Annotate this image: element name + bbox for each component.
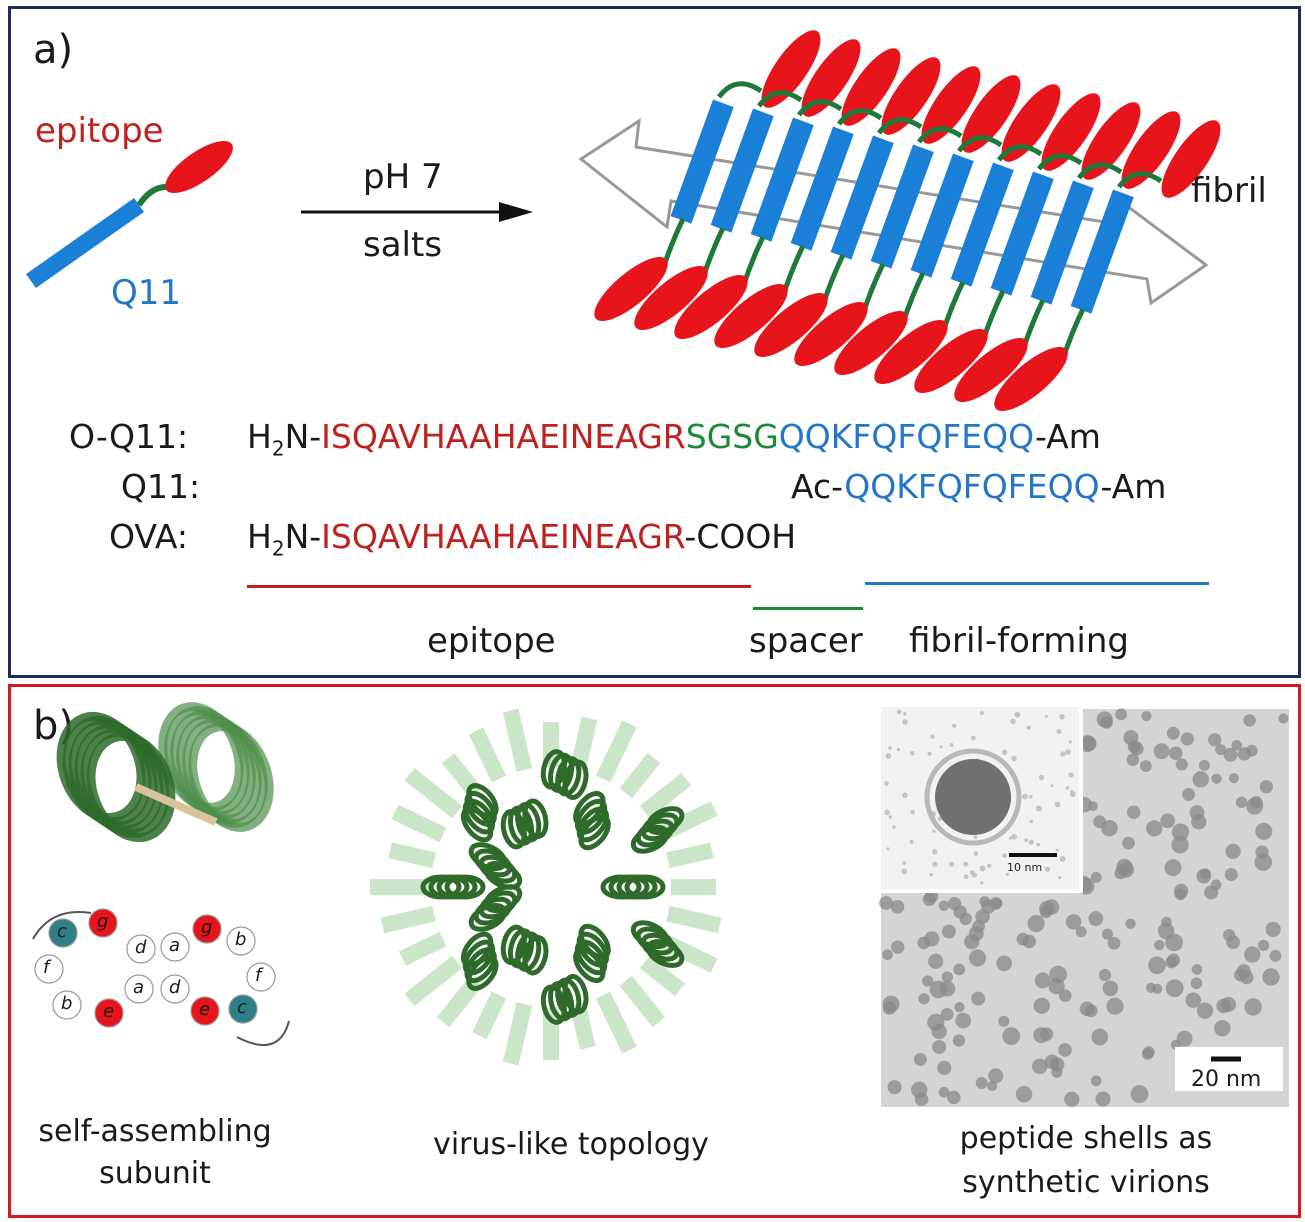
epitope-icon	[834, 310, 908, 376]
seq-name-ova: OVA:	[109, 517, 188, 556]
beta-strand-icon	[1070, 189, 1134, 314]
epitope-icon	[914, 328, 988, 394]
seq-name-q11: Q11:	[121, 467, 201, 506]
beta-strand-icon	[950, 162, 1014, 287]
helical-wheel-icon	[32, 908, 290, 1046]
epitope-icon	[1161, 120, 1221, 198]
heptad-letter: e	[103, 1001, 115, 1022]
heptad-letter: d	[169, 977, 181, 998]
epitope-icon	[794, 301, 868, 367]
beta-strand-icon	[710, 108, 774, 233]
scale-label-main: 20 nm	[1191, 1067, 1262, 1092]
scale-label-inset: 10 nm	[1007, 861, 1043, 874]
coiled-coil-subunit-icon	[56, 702, 274, 843]
beta-strand-icon	[670, 99, 734, 224]
epitope-icon	[761, 30, 821, 108]
epitope-icon	[841, 48, 901, 126]
fibril-icon	[594, 30, 1221, 412]
virion-particle-icon	[935, 759, 1011, 835]
beta-strand-icon	[790, 126, 854, 251]
reaction-arrow-icon	[301, 202, 533, 222]
epitope-icon	[921, 66, 981, 144]
spacer-segment-line	[753, 607, 863, 610]
heptad-position-icon	[228, 994, 258, 1024]
epitope-label: epitope	[35, 111, 164, 151]
epitope-icon	[1081, 102, 1141, 180]
epitope-icon	[954, 337, 1028, 403]
epitope-icon	[1121, 111, 1181, 189]
panel-b-graphics	[32, 702, 1289, 1107]
seq-ova: H2N-ISQAVHAAHAEINEAGR-COOH	[247, 517, 797, 561]
tem-micrograph	[877, 703, 1289, 1107]
heptad-position-icon	[192, 914, 222, 944]
epitope-segment-line	[247, 585, 751, 588]
segment-label-epitope: epitope	[427, 621, 556, 661]
heptad-position-icon	[246, 962, 276, 992]
heptad-position-icon	[94, 998, 124, 1028]
arrow-condition-salts: salts	[363, 225, 443, 265]
epitope-icon	[881, 57, 941, 135]
segment-label-fibril: fibril-forming	[909, 621, 1129, 661]
beta-strand-icon	[990, 171, 1054, 296]
beta-strand-icon	[1030, 180, 1094, 305]
heptad-letter: f	[43, 957, 50, 978]
beta-strand-icon	[750, 117, 814, 242]
fibril-label: fibril	[1191, 171, 1267, 211]
epitope-icon	[754, 292, 828, 358]
epitope-icon	[634, 265, 708, 331]
epitope-icon	[594, 256, 668, 322]
segment-label-spacer: spacer	[749, 621, 863, 661]
heptad-letter: e	[199, 999, 211, 1020]
heptad-letter: c	[237, 997, 247, 1018]
heptad-position-icon	[126, 934, 156, 964]
virus-like-particle-icon	[370, 708, 722, 1066]
heptad-letter: a	[133, 977, 145, 998]
heptad-position-icon	[88, 908, 118, 938]
epitope-icon	[961, 75, 1021, 153]
heptad-position-icon	[124, 974, 154, 1004]
heptad-letter: d	[135, 937, 147, 958]
epitope-icon	[801, 39, 861, 117]
arrow-condition-ph: pH 7	[363, 157, 443, 197]
beta-strand-icon	[830, 135, 894, 260]
epitope-icon	[874, 319, 948, 385]
caption-topology: virus-like topology	[433, 1127, 709, 1162]
seq-q11: Ac-QQKFQFQFEQQ-Am	[791, 467, 1167, 506]
epitope-icon	[714, 283, 788, 349]
panel-a-label: a)	[33, 27, 74, 73]
monomer-icon	[26, 140, 233, 288]
epitope-icon	[1041, 93, 1101, 171]
panel-a: a) epitope Q11 pH 7 salts fibril O-Q11: …	[8, 6, 1301, 678]
beta-strand-icon	[910, 153, 974, 278]
seq-name-oq11: O-Q11:	[69, 417, 189, 456]
epitope-icon	[1001, 84, 1061, 162]
epitope-icon	[674, 274, 748, 340]
heptad-letter: a	[169, 935, 181, 956]
heptad-position-icon	[160, 974, 190, 1004]
heptad-letter: b	[235, 929, 247, 950]
heptad-letter: f	[255, 965, 262, 986]
heptad-letter: b	[61, 993, 73, 1014]
heptad-letter: g	[201, 917, 213, 938]
fibril-schematic	[26, 30, 1221, 412]
heptad-letter: g	[97, 911, 109, 932]
heptad-position-icon	[226, 926, 256, 956]
seq-oq11: H2N-ISQAVHAAHAEINEAGRSGSGQQKFQFQFEQQ-Am	[247, 417, 1101, 461]
heptad-position-icon	[48, 918, 78, 948]
heptad-letter: c	[57, 921, 67, 942]
epitope-icon	[994, 346, 1068, 412]
heptad-position-icon	[160, 932, 190, 962]
fibril-segment-line	[865, 582, 1209, 585]
q11-label: Q11	[111, 273, 182, 313]
heptad-position-icon	[190, 996, 220, 1026]
heptad-position-icon	[34, 954, 64, 984]
heptad-position-icon	[52, 990, 82, 1020]
beta-strand-icon	[870, 144, 934, 269]
